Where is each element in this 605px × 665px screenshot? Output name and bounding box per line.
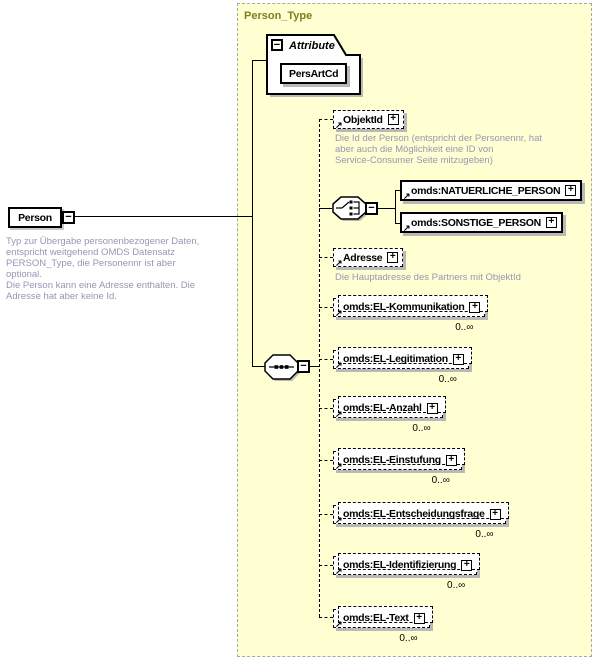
expand-icon[interactable]: + <box>469 301 481 313</box>
element-objektid-label: ObjektId <box>343 113 383 126</box>
connector-sequence-out <box>310 366 319 367</box>
element-el-legitimation[interactable]: ↗ omds:EL-Legitimation + <box>333 346 472 370</box>
connector-stub-el-kommunikation <box>319 307 333 308</box>
element-el-legitimation-group: ↗ omds:EL-Legitimation + 0..∞ <box>333 346 472 385</box>
occurrence-label: 0..∞ <box>431 474 450 486</box>
expand-icon[interactable]: + <box>387 252 399 263</box>
sequence-collapse-toggle[interactable]: − <box>297 360 310 373</box>
element-person-label: Person <box>18 211 52 224</box>
connector-children-vertical <box>319 119 320 617</box>
element-natuerliche-person[interactable]: ↗ omds:NATUERLICHE_PERSON + <box>400 180 583 201</box>
occurrence-label: 0..∞ <box>412 422 431 434</box>
connector-stub-sonstige-person <box>395 223 400 224</box>
element-person[interactable]: Person <box>8 207 62 228</box>
choice-icon[interactable] <box>332 196 370 223</box>
element-el-entscheidungsfrage-label: omds:EL-Entscheidungsfrage <box>343 508 485 520</box>
occurrence-label: 0..∞ <box>447 579 466 591</box>
reference-arrow-icon: ↗ <box>335 307 343 318</box>
occurrence-label: 0..∞ <box>455 321 474 333</box>
element-el-identifizierung[interactable]: ↗ omds:EL-Identifizierung + <box>333 552 481 576</box>
connector-choice-out <box>378 208 395 209</box>
occurrence-label: 0..∞ <box>399 632 418 644</box>
element-el-text-group: ↗ omds:EL-Text + 0..∞ <box>333 605 433 644</box>
element-el-einstufung-label: omds:EL-Einstufung <box>343 454 441 466</box>
connector-main-vertical <box>252 60 253 366</box>
objektid-annotation: Die Id der Person (entspricht der Person… <box>335 133 543 166</box>
element-el-text-label: omds:EL-Text <box>343 612 409 624</box>
occurrence-label: 0..∞ <box>475 528 494 540</box>
reference-arrow-icon: ↗ <box>335 514 343 525</box>
connector-stub-el-legitimation <box>319 359 333 360</box>
reference-arrow-icon: ↗ <box>335 565 343 576</box>
connector-stub-natuerliche-person <box>395 190 400 191</box>
reference-arrow-icon: ↗ <box>335 258 343 268</box>
element-el-einstufung[interactable]: ↗ omds:EL-Einstufung + <box>333 447 465 471</box>
element-el-einstufung-group: ↗ omds:EL-Einstufung + 0..∞ <box>333 447 465 486</box>
occurrence-label: 0..∞ <box>438 373 457 385</box>
element-el-anzahl-label: omds:EL-Anzahl <box>343 402 422 414</box>
attribute-section-label: Attribute <box>289 40 335 52</box>
sequence-icon[interactable] <box>264 354 302 382</box>
attribute-persartcd-label: PersArtCd <box>289 67 339 80</box>
element-objektid[interactable]: ↗ ObjektId + <box>333 110 404 130</box>
element-el-text[interactable]: ↗ omds:EL-Text + <box>333 605 433 629</box>
reference-arrow-icon: ↗ <box>403 223 411 233</box>
person-collapse-toggle[interactable]: − <box>62 211 75 224</box>
expand-icon[interactable]: + <box>565 185 577 196</box>
connector-stub-adresse <box>319 257 333 258</box>
connector-person-trunk <box>75 216 252 217</box>
element-el-identifizierung-group: ↗ omds:EL-Identifizierung + 0..∞ <box>333 552 481 591</box>
element-sonstige-person-label: omds:SONSTIGE_PERSON <box>411 216 541 229</box>
expand-icon[interactable]: + <box>445 454 457 466</box>
connector-stub-choice <box>319 208 332 209</box>
attribute-collapse-toggle[interactable]: − <box>271 39 283 51</box>
element-el-kommunikation-group: ↗ omds:EL-Kommunikation + 0..∞ <box>333 294 489 333</box>
element-sonstige-person[interactable]: ↗ omds:SONSTIGE_PERSON + <box>400 212 563 233</box>
choice-collapse-toggle[interactable]: − <box>365 202 378 215</box>
element-el-legitimation-label: omds:EL-Legitimation <box>343 353 448 365</box>
connector-stub-el-entscheidungsfrage <box>319 514 333 515</box>
element-el-anzahl[interactable]: ↗ omds:EL-Anzahl + <box>333 395 446 419</box>
element-el-entscheidungsfrage[interactable]: ↗ omds:EL-Entscheidungsfrage + <box>333 501 509 525</box>
reference-arrow-icon: ↗ <box>335 120 343 130</box>
connector-stub-el-anzahl <box>319 408 333 409</box>
expand-icon[interactable]: + <box>387 114 399 125</box>
element-el-kommunikation-label: omds:EL-Kommunikation <box>343 301 465 313</box>
connector-stub-el-einstufung <box>319 460 333 461</box>
expand-icon[interactable]: + <box>426 402 438 414</box>
person-annotation: Typ zur Übergabe personenbezogener Daten… <box>6 236 200 302</box>
reference-arrow-icon: ↗ <box>403 191 411 201</box>
element-el-anzahl-group: ↗ omds:EL-Anzahl + 0..∞ <box>333 395 446 434</box>
reference-arrow-icon: ↗ <box>335 460 343 471</box>
connector-to-sequence <box>252 366 265 367</box>
reference-arrow-icon: ↗ <box>335 618 343 629</box>
connector-stub-objektid <box>319 119 333 120</box>
adresse-annotation: Die Hauptadresse des Partners mit Objekt… <box>335 272 521 283</box>
person-type-container <box>237 3 592 657</box>
expand-icon[interactable]: + <box>461 559 473 571</box>
element-el-kommunikation[interactable]: ↗ omds:EL-Kommunikation + <box>333 294 489 318</box>
element-el-entscheidungsfrage-group: ↗ omds:EL-Entscheidungsfrage + 0..∞ <box>333 501 509 540</box>
expand-icon[interactable]: + <box>489 508 501 520</box>
reference-arrow-icon: ↗ <box>335 408 343 419</box>
connector-choice-vertical <box>395 190 396 223</box>
attribute-persartcd[interactable]: PersArtCd <box>280 63 348 84</box>
person-type-title: Person_Type <box>244 10 313 22</box>
connector-stub-el-identifizierung <box>319 565 333 566</box>
expand-icon[interactable]: + <box>545 217 557 228</box>
element-natuerliche-person-label: omds:NATUERLICHE_PERSON <box>411 184 561 197</box>
expand-icon[interactable]: + <box>452 353 464 365</box>
element-el-identifizierung-label: omds:EL-Identifizierung <box>343 559 457 571</box>
connector-stub-el-text <box>319 617 333 618</box>
connector-to-attribute <box>252 60 267 61</box>
element-adresse[interactable]: ↗ Adresse + <box>333 248 404 268</box>
element-adresse-label: Adresse <box>343 251 383 264</box>
expand-icon[interactable]: + <box>413 612 425 624</box>
reference-arrow-icon: ↗ <box>335 359 343 370</box>
